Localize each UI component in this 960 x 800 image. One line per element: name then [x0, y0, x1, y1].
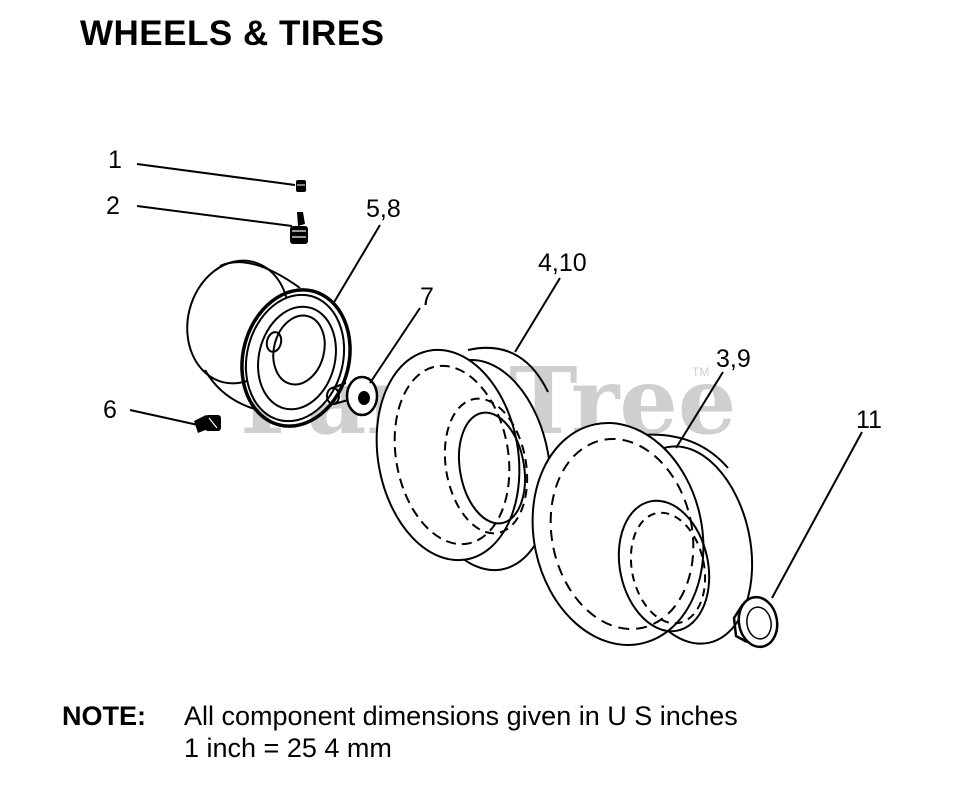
wheel-rim-part[interactable] [174, 250, 364, 438]
bolt-part[interactable] [194, 415, 221, 433]
leader-lines [129, 163, 863, 599]
front-tire-part[interactable] [361, 338, 567, 580]
note-line-1: All component dimensions given in U S in… [184, 701, 738, 731]
callout-2: 2 [106, 192, 120, 220]
dimension-note: NOTE: All component dimensions given in U… [62, 700, 738, 764]
note-label: NOTE: [62, 701, 146, 731]
callout-1: 1 [108, 146, 122, 174]
valve-stem-part[interactable] [290, 212, 308, 244]
callout-3-9: 3,9 [716, 345, 751, 373]
callout-4-10: 4,10 [538, 249, 587, 277]
callout-5-8: 5,8 [366, 195, 401, 223]
valve-cap-part[interactable] [296, 180, 306, 192]
diagram-title: WHEELS & TIRES [80, 14, 385, 53]
spacer-bushing-part[interactable] [326, 375, 379, 417]
rear-tire-part[interactable] [513, 407, 770, 661]
note-line-2: 1 inch = 25 4 mm [184, 733, 392, 763]
hub-cap-part[interactable] [732, 594, 781, 650]
callout-7: 7 [420, 283, 434, 311]
callout-6: 6 [103, 396, 117, 424]
watermark-trademark: TM [692, 365, 709, 379]
callout-11: 11 [856, 406, 882, 434]
